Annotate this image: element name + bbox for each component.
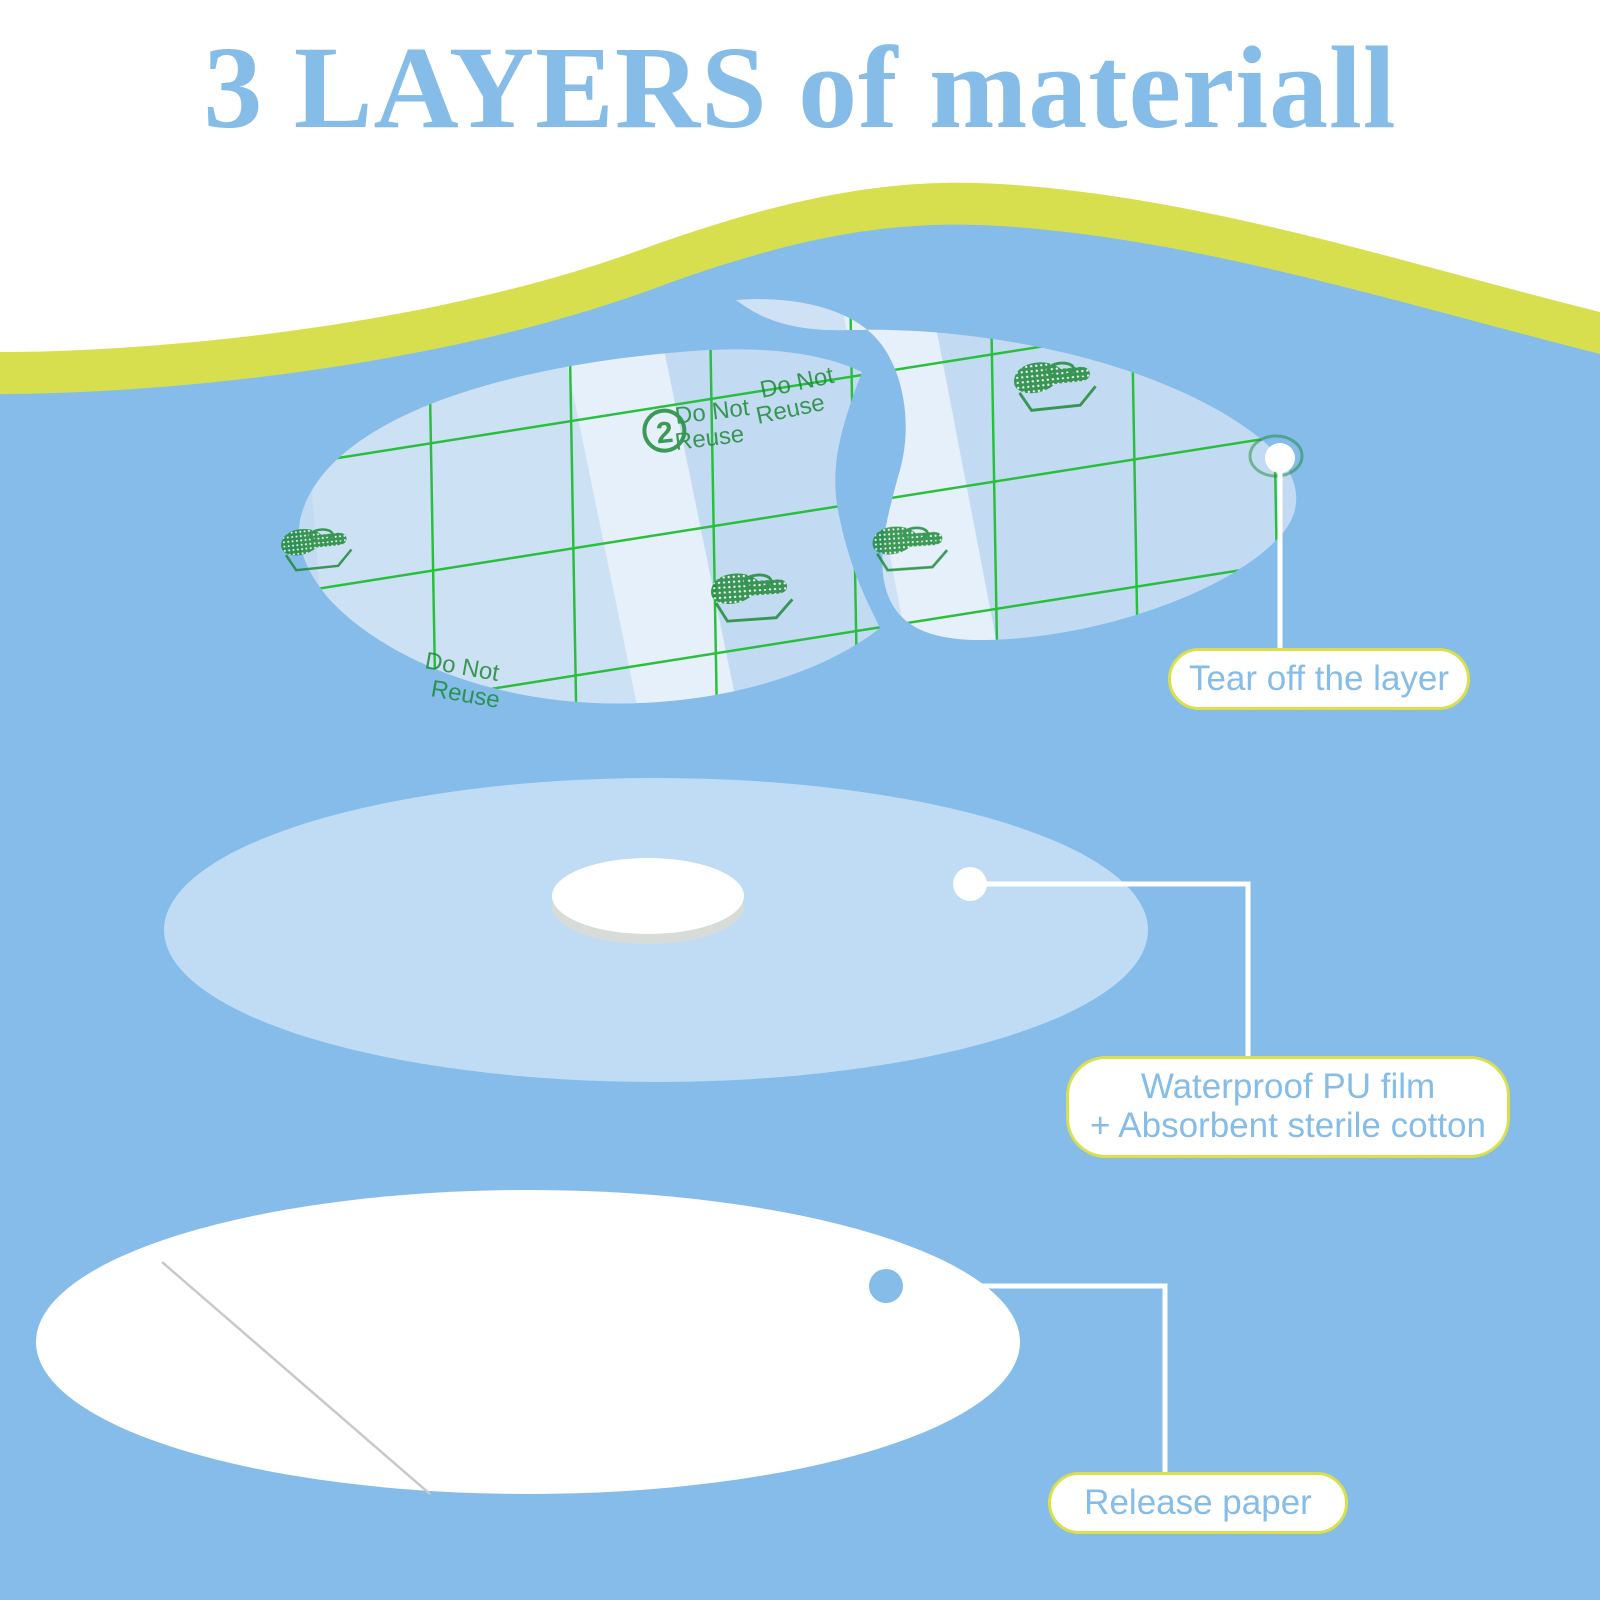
release-paper-split-line xyxy=(161,1261,431,1495)
top-film-left-piece: 2 Do Not Reuse Do Not Reuse xyxy=(278,349,881,714)
leader-release-paper xyxy=(869,1269,1168,1476)
marker-dot-tear-off xyxy=(1265,443,1295,473)
callout-release-paper: Release paper xyxy=(1048,1472,1348,1534)
svg-text:2: 2 xyxy=(655,416,675,451)
callout-tear-off-the-layer: Tear off the layer xyxy=(1168,648,1470,710)
callout-leaders xyxy=(869,443,1295,1476)
callout-pu-film-line-2: + Absorbent sterile cotton xyxy=(1090,1106,1486,1145)
callout-release-paper-label: Release paper xyxy=(1084,1483,1312,1523)
marker-dot-release-paper xyxy=(869,1269,903,1303)
marker-dot-pu-film xyxy=(953,867,987,901)
release-paper-ellipse xyxy=(36,1190,1020,1494)
callout-pu-film-line-1: Waterproof PU film xyxy=(1140,1066,1436,1106)
layer-top-film: 2 Do Not Reuse Do Not Reuse xyxy=(278,299,1304,714)
absorbent-cotton-pad xyxy=(552,858,744,944)
leader-tear-off xyxy=(1265,443,1295,652)
callout-waterproof-pu-film: Waterproof PU film + Absorbent sterile c… xyxy=(1066,1056,1510,1158)
top-film-print-left: 2 Do Not Reuse Do Not Reuse xyxy=(278,394,795,714)
callout-tear-off-label: Tear off the layer xyxy=(1188,659,1450,699)
leader-pu-film xyxy=(953,867,1251,1060)
layer-release-paper xyxy=(36,1190,1020,1495)
layer-pu-film xyxy=(164,778,1148,1082)
page-title: 3 LAYERS of materiall xyxy=(203,22,1397,153)
